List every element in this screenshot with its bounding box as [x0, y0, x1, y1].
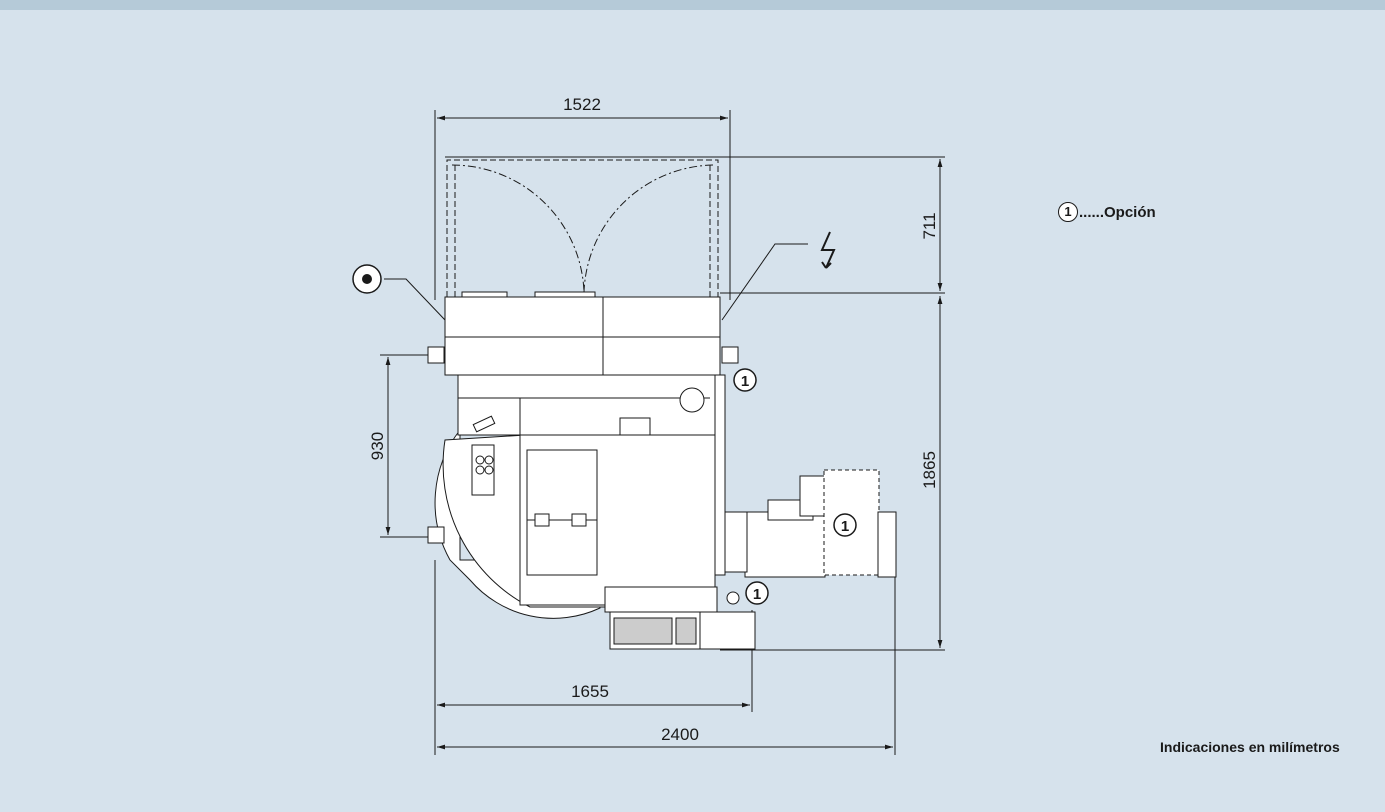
- svg-text:1: 1: [841, 518, 849, 535]
- svg-text:1: 1: [741, 373, 749, 390]
- dim-2400-label: 2400: [661, 725, 699, 744]
- machine-body: [427, 291, 897, 650]
- leader-lines: [384, 231, 836, 321]
- dim-711: [445, 156, 945, 294]
- dim-1522: [434, 110, 731, 300]
- dim-930-label: 930: [368, 432, 387, 460]
- option-marker-2: 1: [833, 513, 857, 537]
- legend: 1 ......Opción: [1058, 202, 1156, 222]
- dim-930: [380, 354, 440, 538]
- option-marker-3: 1: [745, 581, 769, 605]
- coolant-symbol: [352, 264, 382, 294]
- svg-text:1: 1: [753, 586, 761, 603]
- legend-marker: 1: [1058, 202, 1078, 222]
- dim-711-label: 711: [920, 212, 939, 239]
- dim-1865: [720, 296, 945, 651]
- top-band: [0, 0, 1385, 10]
- legend-text: ......Opción: [1079, 203, 1156, 221]
- units-note: Indicaciones en milímetros: [1160, 739, 1340, 755]
- door-swing-area: [446, 159, 719, 297]
- dim-1655-label: 1655: [571, 682, 609, 701]
- option-marker-1: 1: [733, 368, 757, 392]
- dim-1865-label: 1865: [920, 451, 939, 489]
- dim-2400: [437, 560, 896, 755]
- dim-1522-label: 1522: [563, 95, 601, 114]
